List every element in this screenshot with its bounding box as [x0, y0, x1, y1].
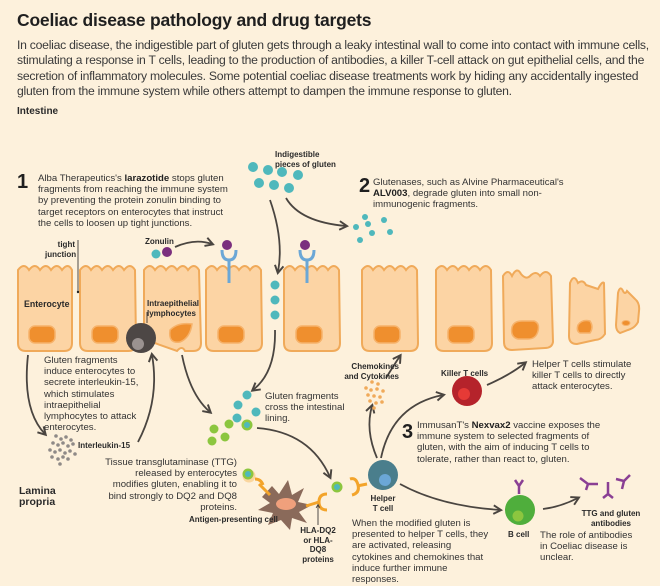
region-label-intestine: Intestine: [17, 106, 59, 117]
note-ttg: Tissue transglutaminase (TTG) released b…: [105, 457, 237, 513]
note-antibody-role: The role of antibodies in Coeliac diseas…: [540, 530, 633, 564]
enterocyte-cell: [283, 265, 342, 352]
killer-attack-arrow: [486, 361, 528, 386]
target-2-text: Glutenases, such as Alvine Pharmaceutica…: [373, 177, 564, 211]
bcell-to-antibody-arrow: [542, 496, 581, 510]
glutenase-arrow: [285, 197, 350, 231]
enterocyte-cell: [17, 265, 73, 352]
helper-to-bcell-arrow: [399, 483, 504, 515]
zonulin-receptor: [220, 240, 238, 283]
note-helper-stimulate: Helper T cells stimulate killer T cells …: [532, 359, 632, 393]
note-helper-activated: When the modified gluten is presented to…: [352, 518, 489, 586]
drug-name-larazotide: larazotide: [124, 173, 170, 184]
drug-name-nexvax2: Nexvax2: [471, 420, 511, 431]
zonulin-molecule: [151, 247, 172, 259]
label-killer-t-cells: Killer T cells: [441, 369, 489, 378]
enterocyte-cell-damaged: [614, 287, 641, 335]
interleukin-15-dots: [48, 434, 77, 466]
label-antigen-presenting-cell: Antigen-presenting cell: [189, 515, 278, 524]
gluten-down-arrow: [269, 199, 285, 275]
killer-t-cell: [452, 376, 482, 406]
helper-to-killer-arrow: [380, 391, 446, 459]
enterocyte-cell: [361, 265, 420, 352]
enterocyte-cell: [435, 265, 494, 352]
il15-up-arrow: [137, 352, 159, 443]
modified-gluten: [207, 419, 253, 446]
target-number-1: 1: [17, 171, 29, 193]
gluten-through-junction: [270, 280, 280, 320]
enterocyte-cell: [205, 265, 264, 352]
zonulin-receptor: [298, 240, 316, 283]
label-enterocyte: Enterocyte: [24, 299, 70, 309]
crossed-gluten: [232, 390, 261, 423]
label-b-cell: B cell: [508, 530, 530, 539]
gluten-to-hla-arrow: [256, 427, 333, 480]
target-number-2: 2: [359, 175, 371, 197]
helper-to-cytokines-arrow: [365, 403, 378, 459]
enterocyte-ttg-arrow: [181, 354, 213, 414]
diagram-title: Coeliac disease pathology and drug targe…: [17, 10, 372, 30]
zonulin-arrow: [174, 237, 215, 248]
label-interleukin-15: Interleukin-15: [78, 441, 131, 450]
indigestible-gluten-cluster: [248, 162, 303, 193]
target-3-text: ImmusanT's Nexvax2 vaccine exposes the i…: [417, 420, 601, 465]
target-1-text: Alba Therapeutics's larazotide stops glu…: [38, 173, 228, 229]
note-cross-lining: Gluten fragments cross the intestinal li…: [265, 391, 345, 425]
enterocyte-cell-damaged: [143, 265, 203, 353]
cytokines-up-arrow: [385, 353, 402, 379]
antibodies: [579, 474, 631, 499]
il15-down-arrow: [25, 354, 48, 437]
modified-gluten-presented: [331, 481, 343, 493]
tcr-receptor: [349, 477, 368, 497]
target-number-3: 3: [402, 421, 414, 443]
label-zonulin: Zonulin: [145, 237, 174, 246]
degraded-gluten-fragments: [353, 214, 393, 243]
intro-paragraph: In coeliac disease, the indigestible par…: [17, 38, 649, 98]
enterocyte-row: [17, 265, 641, 353]
intraepithelial-lymphocyte: [126, 323, 156, 353]
enterocyte-cell-damaged: [501, 269, 555, 352]
antigen-presenting-cell: [242, 468, 328, 530]
drug-name-alv003: ALV003: [373, 188, 408, 200]
gluten-cross-arrow: [250, 329, 276, 392]
enterocyte-cell: [79, 265, 138, 352]
enterocyte-cell-damaged: [567, 277, 607, 346]
helper-t-cell: [368, 460, 398, 490]
b-cell: [505, 479, 535, 525]
chemokines-cytokines-dots: [364, 380, 385, 410]
note-gluten-il15: Gluten fragments induce enterocytes to s…: [44, 355, 139, 434]
